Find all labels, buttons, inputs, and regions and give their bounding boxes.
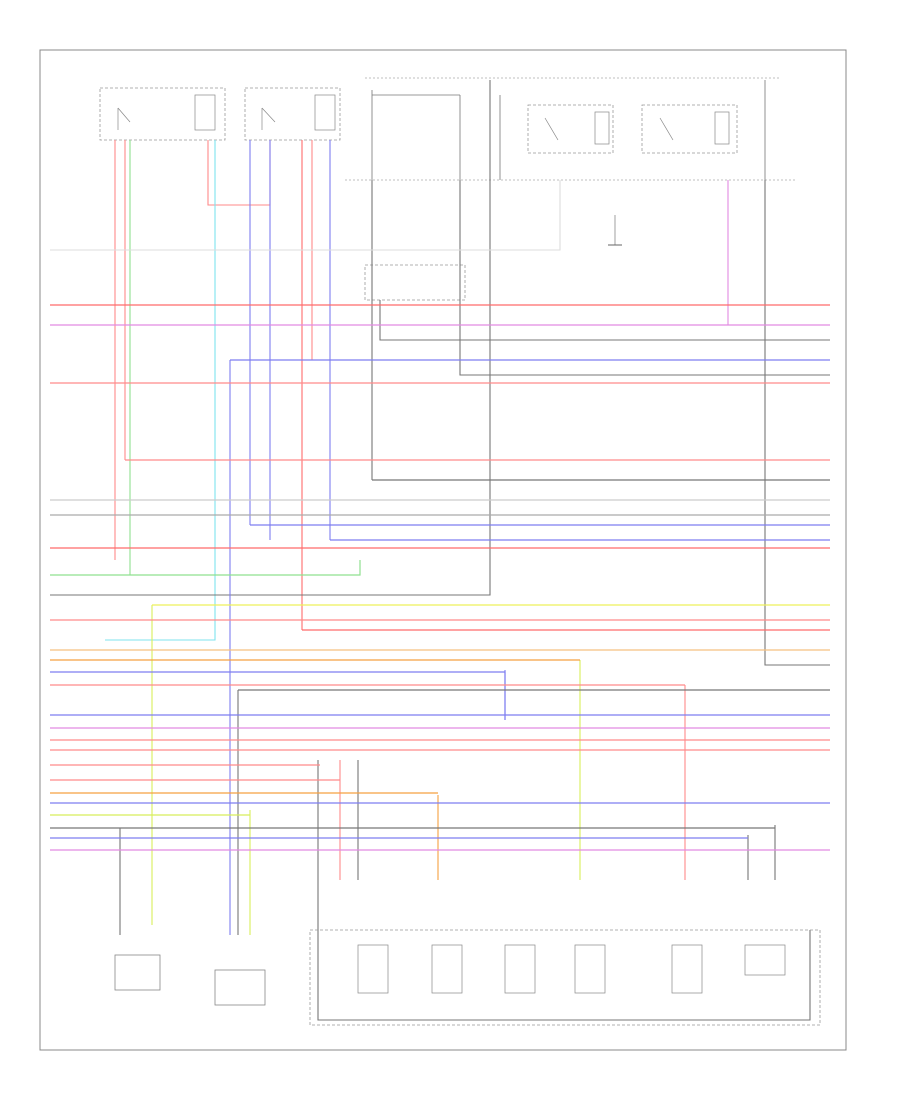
solenoid-assembly	[309, 929, 821, 1026]
top-mid-relay	[244, 87, 341, 141]
diode-module	[364, 264, 466, 301]
diagram-border	[39, 49, 847, 1051]
fuse-block	[345, 77, 795, 181]
relay-b	[641, 104, 738, 154]
sensor-mid	[214, 969, 266, 1006]
relay-a	[527, 104, 614, 154]
ground-symbol	[608, 215, 622, 246]
sensor-left	[114, 954, 161, 991]
horizontal-wires	[50, 304, 830, 851]
vertical-wires	[50, 80, 830, 1021]
top-left-relay	[99, 87, 226, 141]
